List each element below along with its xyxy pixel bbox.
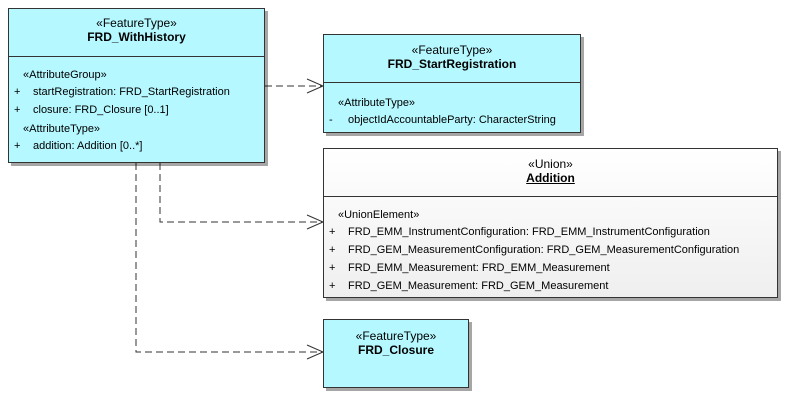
visibility-marker: + [329,244,336,256]
union-element-text: FRD_EMM_Measurement: FRD_EMM_Measurement [348,262,610,274]
class-name: FRD_StartRegistration [387,57,517,71]
attribute-text: startRegistration: FRD_StartRegistration [33,86,230,98]
class-frd-withhistory[interactable]: «FeatureType» FRD_WithHistory «Attribute… [8,8,265,163]
class-header: «FeatureType» FRD_StartRegistration [324,35,580,72]
class-name: Addition [526,171,575,185]
union-element-compartment: «UnionElement» + FRD_EMM_InstrumentConfi… [324,207,777,295]
visibility-marker: + [329,226,336,238]
dependency-closure [135,163,322,353]
attribute-text: closure: FRD_Closure [0..1] [33,104,169,116]
union-element-text: FRD_GEM_Measurement: FRD_GEM_Measurement [348,280,609,292]
attribute-text: objectIdAccountableParty: CharacterStrin… [348,114,556,126]
class-frd-startregistration[interactable]: «FeatureType» FRD_StartRegistration «Att… [323,34,581,133]
class-frd-closure[interactable]: «FeatureType» FRD_Closure [323,319,469,388]
attribute-row[interactable]: - objectIdAccountableParty: CharacterStr… [324,111,580,129]
visibility-marker: - [329,114,333,126]
union-element-row[interactable]: + FRD_EMM_Measurement: FRD_EMM_Measureme… [324,259,777,277]
stereotype-label: «FeatureType» [355,329,437,343]
union-element-row[interactable]: + FRD_GEM_Measurement: FRD_GEM_Measureme… [324,277,777,295]
arrowhead-closure [306,344,325,360]
visibility-marker: + [329,280,336,292]
union-element-text: FRD_EMM_InstrumentConfiguration: FRD_EMM… [348,226,710,238]
attribute-group-label: «AttributeGroup» [23,69,107,81]
header-divider [9,56,264,57]
attribute-row[interactable]: + closure: FRD_Closure [0..1] [9,101,264,119]
stereotype-label: «FeatureType» [411,43,493,57]
attribute-row[interactable]: + addition: Addition [0..*] [9,137,264,155]
attribute-compartment: «AttributeGroup» + startRegistration: FR… [9,67,264,155]
class-name: FRD_Closure [357,343,434,357]
attribute-type-label: «AttributeType» [338,97,416,109]
arrowhead-startregistration [306,78,325,94]
class-header: «FeatureType» FRD_WithHistory [9,9,264,45]
attribute-text: addition: Addition [0..*] [33,140,143,152]
attribute-type-label: «AttributeType» [23,123,101,135]
stereotype-label: «FeatureType» [96,16,177,30]
visibility-marker: + [14,104,21,116]
attribute-compartment: «AttributeType» - objectIdAccountablePar… [324,95,580,129]
union-element-row[interactable]: + FRD_EMM_InstrumentConfiguration: FRD_E… [324,223,777,241]
class-header: «FeatureType» FRD_Closure [324,320,468,358]
stereotype-label: «Union» [528,157,573,171]
header-divider [324,196,777,197]
header-divider [324,82,580,83]
union-element-row[interactable]: + FRD_GEM_MeasurementConfiguration: FRD_… [324,241,777,259]
union-element-text: FRD_GEM_MeasurementConfiguration: FRD_GE… [348,244,740,256]
class-name: FRD_WithHistory [87,30,186,44]
class-header: «Union» Addition [324,149,777,186]
visibility-marker: + [14,140,21,152]
union-element-label: «UnionElement» [338,209,420,221]
visibility-marker: + [14,86,21,98]
arrowhead-addition [306,214,325,230]
class-addition-union[interactable]: «Union» Addition «UnionElement» + FRD_EM… [323,148,778,298]
dependency-addition [159,163,322,223]
visibility-marker: + [329,262,336,274]
attribute-row[interactable]: + startRegistration: FRD_StartRegistrati… [9,83,264,101]
